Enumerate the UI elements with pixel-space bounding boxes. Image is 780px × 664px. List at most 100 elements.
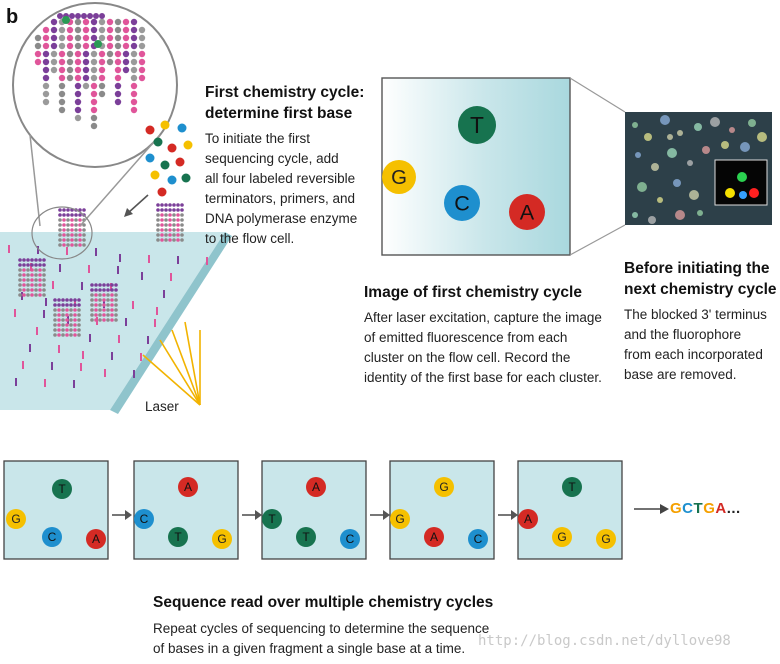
sequence-letter: C <box>682 500 694 517</box>
dna-clusters <box>18 203 184 337</box>
cluster-bead <box>180 218 184 222</box>
dna-bead <box>106 18 114 26</box>
cluster-bead <box>34 263 38 267</box>
cycle-spot-a: A <box>424 527 444 547</box>
dna-bead <box>130 42 138 50</box>
cluster-bead <box>34 283 38 287</box>
cluster-bead <box>66 238 70 242</box>
fluor-dot <box>694 123 702 131</box>
cluster-bead <box>164 218 168 222</box>
dna-bead <box>74 58 82 66</box>
dna-bead <box>42 42 50 50</box>
dna-bead <box>90 98 98 106</box>
dna-bead <box>90 114 98 122</box>
cluster-bead <box>42 283 46 287</box>
cluster-bead <box>176 218 180 222</box>
surface-strands <box>8 245 208 388</box>
cluster-bead <box>18 263 22 267</box>
cycle-spot-c: C <box>468 529 488 549</box>
base-label: A <box>92 532 100 546</box>
surface-strand <box>37 246 39 254</box>
surface-strand <box>148 255 150 263</box>
cluster-bead <box>66 228 70 232</box>
cluster-bead <box>180 233 184 237</box>
dna-bead <box>98 90 106 98</box>
dna-bead <box>58 58 66 66</box>
cluster-bead <box>110 288 114 292</box>
fluorescence-dots <box>632 115 767 224</box>
surface-strand <box>14 309 16 317</box>
dna-bead <box>90 34 98 42</box>
polymerase-star <box>62 16 70 24</box>
base-label: G <box>395 512 404 526</box>
cluster-bead <box>65 333 69 337</box>
dna-bead <box>42 50 50 58</box>
dna-bead <box>82 34 90 42</box>
dna-bead <box>58 66 66 74</box>
cluster-bead <box>70 223 74 227</box>
cluster-bead <box>172 203 176 207</box>
cluster-bead <box>26 263 30 267</box>
laser-label: Laser <box>145 399 179 414</box>
cluster-bead <box>164 213 168 217</box>
cluster-bead <box>98 308 102 312</box>
cluster-bead <box>53 308 57 312</box>
cluster-bead <box>180 203 184 207</box>
dna-bead <box>130 90 138 98</box>
panel-letter: b <box>6 6 19 28</box>
cluster-bead <box>114 283 118 287</box>
surface-strand <box>74 299 76 307</box>
cluster-bead <box>22 263 26 267</box>
cycle-spot-c: C <box>42 527 62 547</box>
cluster-bead <box>98 283 102 287</box>
surface-strand <box>15 378 17 386</box>
dna-bead <box>90 26 98 34</box>
cluster-bead <box>30 258 34 262</box>
cluster-bead <box>61 328 65 332</box>
cluster-bead <box>38 273 42 277</box>
dna-bead <box>130 98 138 106</box>
surface-strand <box>21 292 23 300</box>
cluster-bead <box>176 208 180 212</box>
cluster-bead <box>30 263 34 267</box>
cluster-bead <box>34 293 38 297</box>
cluster-bead <box>38 283 42 287</box>
cluster-bead <box>110 298 114 302</box>
cluster-bead <box>42 273 46 277</box>
cluster-bead <box>156 223 160 227</box>
dna-bead <box>42 26 50 34</box>
free-nucleotide <box>153 137 163 147</box>
cluster-bead <box>78 213 82 217</box>
cluster-bead <box>53 328 57 332</box>
cluster-bead <box>58 208 62 212</box>
free-nucleotide <box>157 187 167 197</box>
cluster-bead <box>164 238 168 242</box>
cluster-bead <box>22 278 26 282</box>
cluster-bead <box>180 223 184 227</box>
dna-bead <box>75 13 81 19</box>
dna-bead <box>82 18 90 26</box>
dna-bead <box>114 18 122 26</box>
cluster-bead <box>176 223 180 227</box>
cluster-bead <box>77 298 81 302</box>
fluor-dot <box>702 146 710 154</box>
cluster-bead <box>70 218 74 222</box>
surface-strand <box>81 282 83 290</box>
cluster-bead <box>156 203 160 207</box>
step2-body-2: cluster on the flow cell. Record the <box>364 350 571 365</box>
base-label: A <box>520 200 535 225</box>
cluster-bead <box>74 213 78 217</box>
cluster-bead <box>106 298 110 302</box>
cluster-bead <box>61 298 65 302</box>
step1-body-0: To initiate the first <box>205 131 311 146</box>
free-nucleotide <box>160 160 170 170</box>
base-label: G <box>391 167 407 189</box>
dna-bead <box>138 50 146 58</box>
cluster-bead <box>38 258 42 262</box>
cluster-bead <box>106 283 110 287</box>
dna-bead <box>122 58 130 66</box>
cluster-bead <box>38 288 42 292</box>
sequence-letter: T <box>693 500 704 517</box>
cluster-bead <box>114 308 118 312</box>
cluster-bead <box>94 298 98 302</box>
